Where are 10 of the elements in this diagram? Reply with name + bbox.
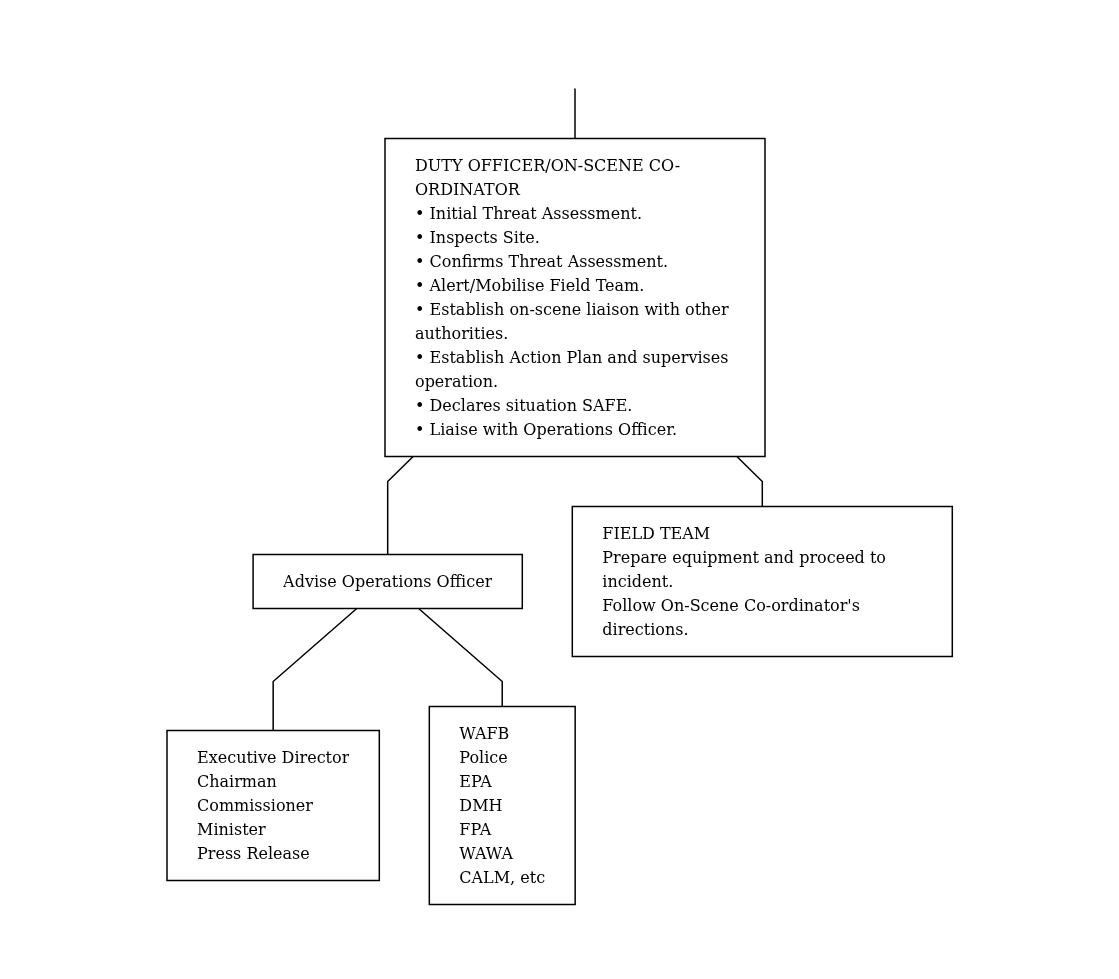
connector	[417, 607, 503, 708]
connector	[574, 87, 576, 140]
connector	[386, 455, 414, 556]
connector	[272, 607, 358, 732]
node-box: Advise Operations Officer	[252, 553, 523, 610]
node-box: WAFB Police EPA DMH FPA WAWA CALM, etc	[428, 705, 576, 906]
node-box: Executive Director Chairman Commissioner Minister Press Release	[166, 729, 380, 882]
node-box: FIELD TEAM Prepare equipment and proceed to incident. Follow On-Scene Co-ordinator's directions.	[571, 505, 953, 658]
node-box: DUTY OFFICER/ON-SCENE CO-ORDINATOR • Initial Threat Assessment. • Inspects Site. • Confirms Threat Assessment. • Alert/Mobilise Field Team. • Establish on-scene liaison with other authorities. • Establish Action Plan and supervises operation. • Declares situation SAFE. • Liaise with Operations Officer.	[384, 137, 766, 458]
connector	[735, 455, 763, 508]
